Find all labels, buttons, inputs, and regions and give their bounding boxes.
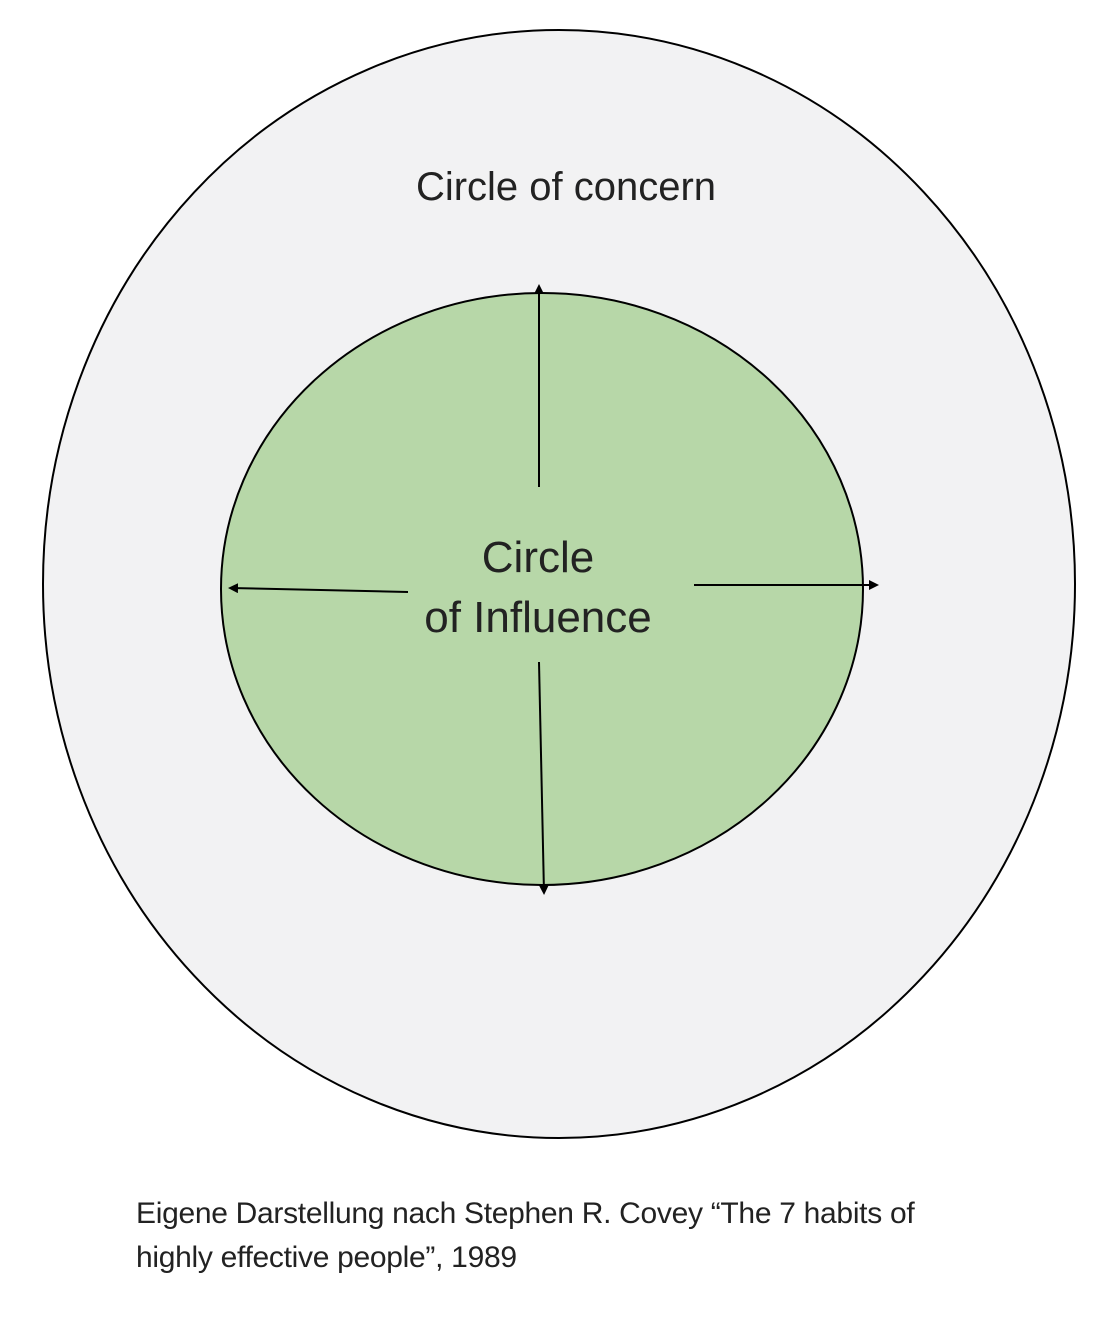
arrow-down	[538, 661, 549, 895]
arrow-left	[228, 583, 409, 594]
circle-of-concern-label: Circle of concern	[416, 165, 716, 209]
source-caption-line2: highly effective people”, 1989	[136, 1241, 517, 1274]
source-caption: Eigene Darstellung nach Stephen R. Covey…	[136, 1192, 1036, 1280]
circle-of-influence-label-line2: of Influence	[424, 593, 652, 642]
circle-of-influence-label-line1: Circle	[482, 533, 594, 582]
source-caption-line1: Eigene Darstellung nach Stephen R. Covey…	[136, 1197, 915, 1230]
